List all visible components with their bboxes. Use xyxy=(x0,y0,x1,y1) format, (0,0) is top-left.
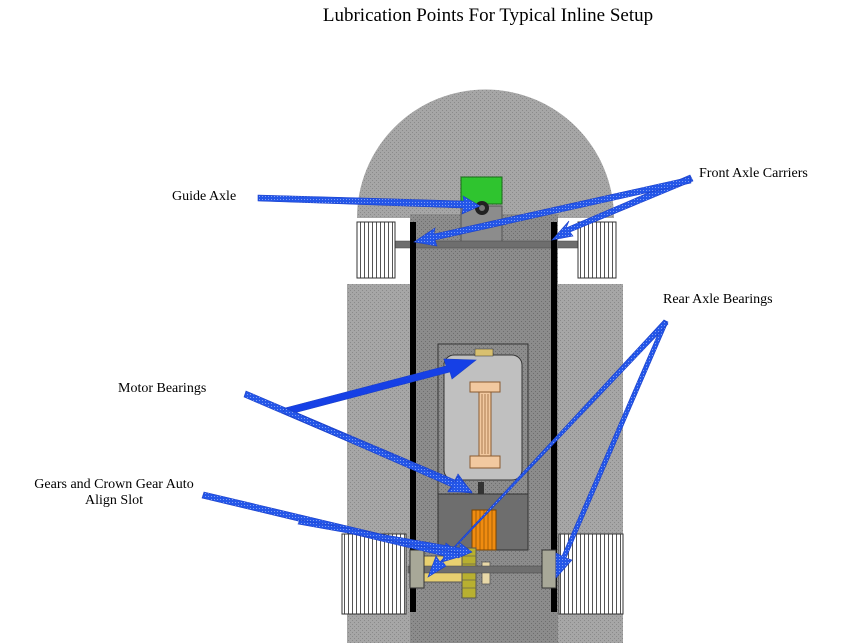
motor-branch-arrow-icon xyxy=(282,407,473,493)
front-nose xyxy=(357,89,614,218)
right-rail xyxy=(551,222,557,612)
gear-assembly xyxy=(417,493,529,599)
side-rails xyxy=(410,222,557,612)
rear-right-bearing xyxy=(541,549,557,589)
rear-right-arrow-icon xyxy=(555,319,669,579)
label-gears: Gears and Crown Gear Auto Align Slot xyxy=(8,477,220,509)
motor-bushing-top xyxy=(474,348,494,357)
rear-left-bearing xyxy=(409,549,425,589)
armature-icon xyxy=(469,381,501,469)
front-axle-assembly xyxy=(356,221,617,279)
guide-axle-arrow-icon xyxy=(257,194,481,215)
lubrication-arrows xyxy=(201,174,694,579)
label-rear-axle-bearings: Rear Axle Bearings xyxy=(663,292,773,307)
page-title: Lubrication Points For Typical Inline Se… xyxy=(322,5,654,26)
left-rail xyxy=(410,222,416,612)
label-motor-bearings: Motor Bearings xyxy=(118,381,207,396)
rear-left-arrow-icon xyxy=(427,319,669,578)
motor-top-arrow-icon xyxy=(284,358,477,415)
gears-arrow2-icon xyxy=(297,519,473,559)
front-carrier-right-arrow-icon xyxy=(551,174,694,241)
front-right-wheel xyxy=(577,221,617,279)
front-left-wheel xyxy=(356,221,396,279)
label-gears-line2: Align Slot xyxy=(85,493,143,508)
rear-left-wheel xyxy=(341,533,407,615)
label-guide-axle: Guide Axle xyxy=(172,189,237,204)
front-carrier-left-arrow-icon xyxy=(413,176,692,247)
label-gears-line1: Gears and Crown Gear Auto xyxy=(34,477,194,492)
label-front-axle-carriers: Front Axle Carriers xyxy=(699,166,808,181)
